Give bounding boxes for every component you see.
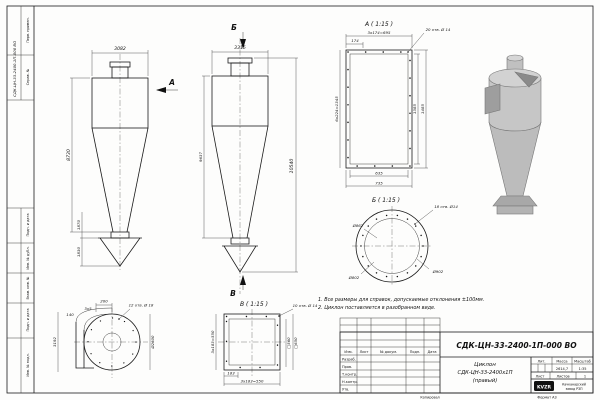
col-data: Дата: [427, 350, 436, 354]
scale-value: 1:35: [579, 367, 587, 371]
stamp-inv-podl: Инв. № подл.: [26, 353, 30, 376]
scroll-small-dim: 3х5: [84, 306, 92, 311]
view-v-bottom-dim: 3х183=550: [241, 379, 264, 384]
row-prov: Пров.: [342, 365, 352, 369]
section-b-outer-dia: Ø902: [432, 269, 444, 274]
note-2: 2. Циклон поставляется в разобранном вид…: [318, 305, 436, 311]
sheets-value: 1: [584, 375, 586, 379]
front-height-dim: 8730: [66, 149, 72, 161]
front-cone-dim: 1870: [76, 220, 81, 230]
part-name-1: Циклон: [474, 362, 496, 368]
stamp-podp-data-2: Подп. и дата: [26, 308, 30, 331]
front-view: 3082 8730 1870 1830 А: [66, 46, 178, 270]
section-a-bottom-inner-dim: 635: [375, 171, 383, 176]
scroll-diameter-dim: Ø2600: [150, 335, 155, 349]
kopiroval-label: Копировал: [420, 396, 439, 400]
scale-label: Масштаб: [574, 360, 591, 364]
row-utv: Утв.: [342, 388, 349, 392]
part-name-3: (правый): [473, 378, 497, 384]
company-logo-text: KVZR: [537, 384, 551, 390]
company-name-1: Качканарский: [562, 383, 586, 387]
scroll-view: 200 3х5 140 12 отв. Ø 18 3192 Ø2600: [52, 299, 155, 378]
row-razrab: Разраб.: [342, 358, 356, 362]
scroll-top-dim: 200: [100, 299, 108, 304]
section-a-left-dim: 6х224=1345: [334, 96, 339, 122]
stamp-vzam-inv: Взам. инв. №: [26, 276, 30, 299]
stamp-inv-dubl: Инв. № дубл.: [26, 246, 30, 269]
scroll-140-dim: 140: [66, 312, 74, 317]
section-a-bottom-outer-dim: 735: [375, 181, 383, 186]
lit-label: Лит.: [537, 360, 545, 364]
section-a-top-dim: 3х174=695: [368, 30, 391, 35]
side-height-dim: 10540: [289, 159, 295, 174]
col-list: Лист: [360, 350, 369, 354]
section-a: А ( 1:15 ) 174 3х174=695 20 отв. Ø 14 6х…: [334, 21, 451, 188]
stamp-perv-primen: Перв. примен.: [26, 17, 30, 42]
row-nkontr: Н.контр.: [342, 380, 358, 384]
company-logo: [534, 381, 554, 391]
stamp-podp-data-1: Подп. и дата: [26, 213, 30, 236]
note-1: 1. Все размеры для справок, допускаемые …: [318, 297, 484, 303]
stamp-sprav-no: Справ. №: [26, 68, 30, 85]
view-v-step-dim: 183: [227, 371, 235, 376]
section-b-title: Б ( 1:15 ): [372, 197, 400, 204]
view-v: В ( 1:15 ) 10 отв. Ø 14 3х183=550 183 3х…: [210, 301, 318, 386]
sheets-label: Листов: [556, 375, 569, 379]
view-arrow-a: А: [168, 78, 175, 87]
view-v-holes-note: 10 отв. Ø 14: [293, 303, 318, 308]
side-left-dim: 9637: [198, 152, 203, 162]
company-name-2: завод РЗП: [565, 387, 583, 391]
title-block: Изм. Лист № докум. Подп. Дата Разраб. Пр…: [339, 317, 594, 394]
section-b-bolt-dia: Ø862: [352, 223, 364, 228]
view-arrow-b-top: Б: [231, 23, 237, 32]
view-v-title: В ( 1:15 ): [240, 301, 268, 308]
col-izm: Изм.: [344, 350, 352, 354]
view-v-inner-square-dim: □560: [286, 337, 291, 349]
side-view: Б В 3315 10540 9637: [198, 23, 298, 298]
corner-code: СДК-ЦН-33-2400-1П-000 ВО: [12, 41, 17, 97]
part-name-2: СДК-ЦН-33-2400х1П: [458, 370, 513, 376]
scroll-height-dim: 3192: [52, 337, 57, 347]
mass-value: 2614,7: [556, 367, 568, 371]
section-a-right-outer-dim: 1485: [420, 104, 425, 114]
section-b-holes-note: 18 отв. Ø14: [434, 204, 458, 209]
side-width-dim: 3315: [234, 45, 246, 51]
mass-label: Масса: [556, 360, 567, 364]
section-a-step-dim: 174: [351, 38, 359, 43]
frame-border: [6, 5, 594, 394]
view-v-outer-square-dim: □650: [293, 337, 298, 349]
designation: СДК-ЦН-33-2400-1П-000 ВО: [456, 341, 577, 350]
section-b-inner-dia: Ø802: [348, 275, 360, 280]
col-podp: Подп.: [410, 350, 421, 354]
isometric-view: [484, 54, 542, 215]
sheet-label: Лист: [536, 375, 545, 379]
section-a-right-inner-dim: 1385: [412, 104, 417, 114]
notes: 1. Все размеры для справок, допускаемые …: [318, 297, 484, 311]
section-b: Б ( 1:15 ) 18 отв. Ø14 Ø862 Ø802 Ø902: [348, 197, 458, 286]
col-doc: № докум.: [380, 350, 397, 354]
front-width-dim: 3082: [114, 46, 126, 52]
view-v-left-dim: 3х183=550: [210, 330, 215, 353]
format-label: Формат А3: [537, 396, 556, 400]
view-arrow-v-bottom: В: [230, 289, 236, 298]
section-a-holes-note: 20 отв. Ø 14: [426, 27, 451, 32]
scroll-holes-note: 12 отв. Ø 18: [129, 303, 154, 308]
section-a-title: А ( 1:15 ): [364, 21, 393, 28]
front-hopper-dim: 1830: [76, 247, 81, 257]
row-tkontr: Т.контр.: [341, 373, 357, 377]
frame-stamps: СДК-ЦН-33-2400-1П-000 ВО Перв. примен. С…: [12, 17, 557, 399]
